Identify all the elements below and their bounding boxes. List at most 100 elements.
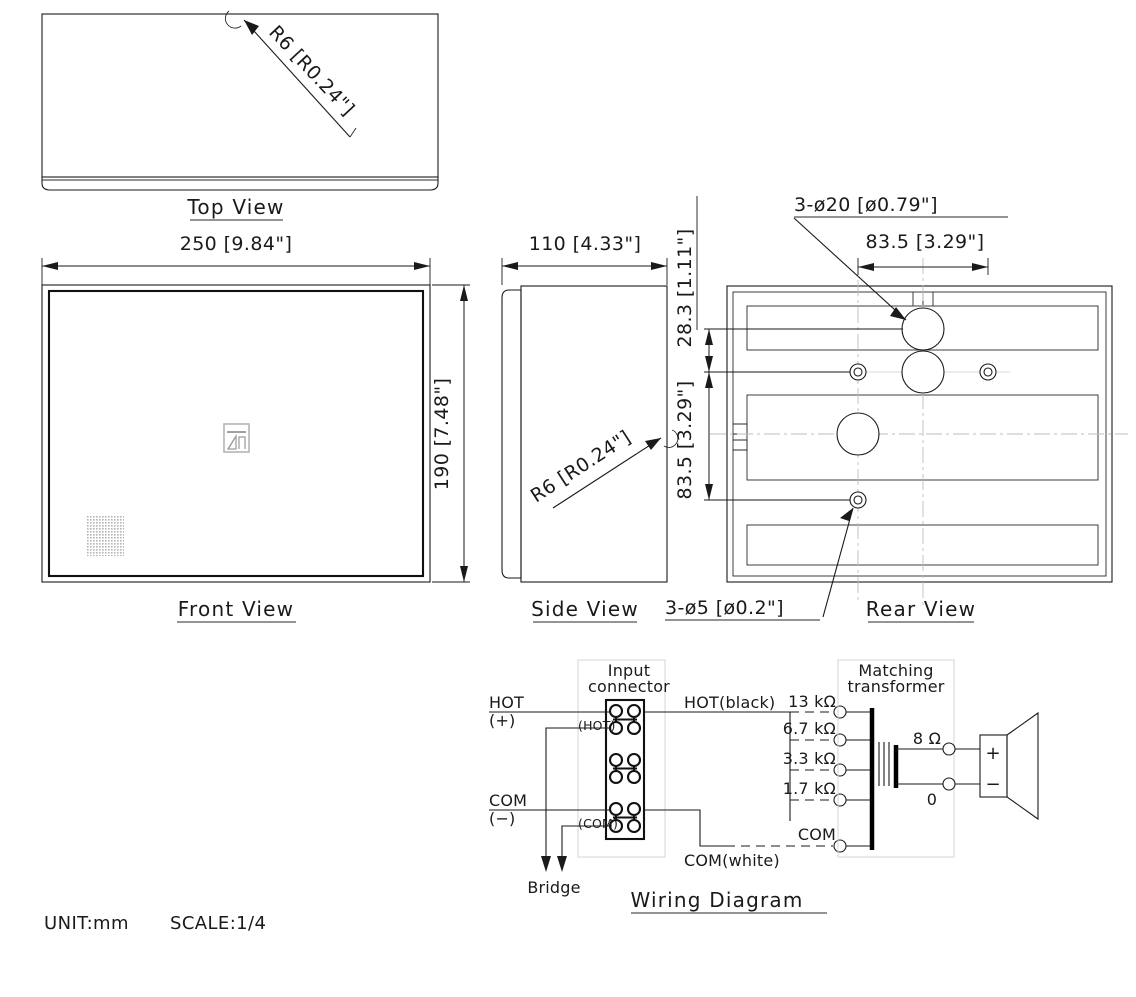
connector-hot-tag: (HOT) bbox=[578, 718, 616, 733]
transformer-tap-row-3: 1.7 kΩ bbox=[783, 779, 872, 807]
tap-terminal-0 bbox=[833, 705, 847, 719]
top-view-radius-label: R6 [R0.24"] bbox=[264, 21, 358, 120]
side-view-radius-leader bbox=[552, 437, 662, 509]
transformer-tap-row-2: 3.3 kΩ bbox=[783, 749, 872, 777]
hot-input-label-line2: (+) bbox=[489, 711, 516, 730]
speaker-grille-mesh bbox=[86, 516, 124, 556]
matching-transformer-enclosure bbox=[837, 659, 955, 858]
rear-view-small-hole-left bbox=[849, 363, 867, 381]
side-view-group: 110 [4.33"] R6 [R0.24"] Side View bbox=[501, 233, 679, 623]
tap-label-0: 13 kΩ bbox=[788, 692, 836, 711]
speaker-voice-coil-body bbox=[979, 734, 1008, 798]
tap-label-3: 1.7 kΩ bbox=[783, 779, 836, 798]
top-view-group: R6 [R0.24"] Top View bbox=[41, 10, 439, 221]
tap-terminal-1 bbox=[833, 733, 847, 747]
front-view-height-dim-label: 190 [7.48"] bbox=[431, 378, 453, 491]
front-view-width-dim-label: 250 [9.84"] bbox=[180, 233, 293, 255]
secondary-terminal-negative bbox=[942, 777, 956, 791]
transformer-tap-row-1: 6.7 kΩ bbox=[783, 719, 872, 747]
top-view-radius-arrowhead bbox=[244, 20, 259, 35]
side-view-cabinet-outline bbox=[520, 285, 668, 583]
scale-note: SCALE:1/4 bbox=[170, 913, 266, 934]
top-view-body-outline bbox=[41, 13, 439, 178]
front-view-height-arrow-top bbox=[460, 285, 468, 301]
rear-view-large-hole-upper bbox=[901, 307, 945, 351]
unit-note: UNIT:mm bbox=[44, 913, 129, 934]
speaker-polarity-plus: + bbox=[985, 743, 1000, 764]
speaker-cone bbox=[1006, 711, 1039, 821]
top-view-radius-arc bbox=[225, 10, 242, 29]
rear-view-horizontal-arrow-right bbox=[972, 263, 988, 271]
input-connector-enclosure bbox=[577, 659, 666, 858]
tap-terminal-2 bbox=[833, 763, 847, 777]
front-view-height-arrow-bottom bbox=[460, 566, 468, 582]
side-view-depth-arrow-right bbox=[651, 262, 667, 270]
rear-view-vertical-bottom-arrow-up bbox=[705, 372, 713, 388]
side-view-radius-label: R6 [R0.24"] bbox=[527, 426, 635, 507]
com-white-wire-run bbox=[644, 809, 726, 847]
hot-black-wire-label: HOT(black) bbox=[684, 693, 775, 712]
matching-transformer-title-line1: Matching bbox=[858, 661, 933, 680]
transformer-tap-row-4: COM bbox=[726, 825, 872, 853]
rear-view-vertical-top-arrow-up bbox=[705, 329, 713, 345]
speaker-polarity-minus: − bbox=[985, 774, 1000, 795]
front-view-label: Front View bbox=[178, 597, 294, 621]
front-view-width-arrow-left bbox=[42, 262, 58, 270]
bridge-wire-com bbox=[561, 825, 610, 862]
sheet-notes-group: UNIT:mm SCALE:1/4 bbox=[44, 913, 266, 934]
side-view-radius-arc bbox=[663, 429, 679, 448]
rear-view-panel-middle bbox=[746, 394, 1099, 481]
speaker-impedance-label: 8 Ω bbox=[913, 729, 941, 748]
wiring-diagram-title: Wiring Diagram bbox=[630, 888, 803, 912]
rear-view-small-hole-right bbox=[979, 363, 997, 381]
matching-transformer-title-line2: transformer bbox=[847, 677, 944, 696]
connector-terminal-pair-com bbox=[608, 801, 642, 834]
bridge-arrow-hot bbox=[541, 856, 551, 872]
rear-view-vertical-dim-bottom-label: 83.5 [3.29"] bbox=[674, 380, 696, 499]
com-white-wire-label-text: COM(white) bbox=[684, 851, 780, 870]
bridge-arrow-com bbox=[557, 856, 567, 872]
connector-com-tag: (COM) bbox=[578, 816, 618, 831]
connector-terminal-pair-hot bbox=[608, 703, 642, 736]
side-view-depth-arrow-left bbox=[502, 262, 518, 270]
front-view-width-arrow-right bbox=[414, 262, 430, 270]
secondary-terminal-positive bbox=[942, 742, 956, 756]
rear-view-small-hole-leader bbox=[822, 507, 854, 618]
top-view-front-lip bbox=[41, 177, 439, 191]
manufacturer-logo bbox=[223, 423, 250, 453]
rear-view-vertical-dim-top-label: 28.3 [1.11"] bbox=[674, 228, 696, 347]
front-view-cabinet-outline bbox=[41, 284, 431, 583]
front-view-baffle-frame bbox=[47, 289, 425, 578]
tap-terminal-4 bbox=[833, 839, 847, 853]
wiring-diagram-group: Input connector bbox=[489, 659, 1039, 914]
bridge-label: Bridge bbox=[527, 878, 580, 897]
rear-view-small-hole-bottom bbox=[849, 491, 867, 509]
input-connector-title-line2: connector bbox=[588, 677, 670, 696]
rear-view-large-hole-lower bbox=[836, 412, 880, 456]
com-input-label-line1: COM bbox=[489, 791, 527, 810]
side-view-depth-dim-label: 110 [4.33"] bbox=[529, 233, 642, 255]
top-view-radius-tail bbox=[349, 127, 357, 138]
transformer-tap-row-0: 13 kΩ bbox=[788, 692, 872, 719]
rear-view-group: 3-ø20 [ø0.79"] 3-ø5 [ø0.2"] 83.5 [3.29"]… bbox=[665, 194, 1128, 623]
rear-view-large-hole-arrowhead bbox=[890, 307, 906, 320]
rear-view-vertical-top-arrow-down bbox=[705, 356, 713, 372]
rear-view-mount-lug-lower bbox=[733, 439, 748, 451]
rear-view-large-hole-middle bbox=[901, 350, 945, 394]
front-view-group: 250 [9.84"] bbox=[41, 233, 470, 623]
rear-view-label: Rear View bbox=[866, 597, 976, 621]
speaker-zero-label: 0 bbox=[927, 790, 937, 809]
rear-view-large-hole-leader bbox=[793, 217, 907, 321]
top-view-radius-leader bbox=[243, 19, 351, 138]
com-input-label-line2: (−) bbox=[489, 809, 516, 828]
rear-view-small-hole-arrowhead bbox=[840, 508, 853, 521]
rear-view-large-hole-callout: 3-ø20 [ø0.79"] bbox=[794, 194, 938, 216]
top-view-label: Top View bbox=[186, 195, 284, 219]
tap-terminal-3 bbox=[833, 793, 847, 807]
rear-view-horizontal-arrow-left bbox=[858, 263, 874, 271]
rear-view-panel-bottom bbox=[746, 524, 1099, 566]
rear-view-horizontal-dim-label: 83.5 [3.29"] bbox=[865, 231, 984, 253]
tap-label-2: 3.3 kΩ bbox=[783, 749, 836, 768]
